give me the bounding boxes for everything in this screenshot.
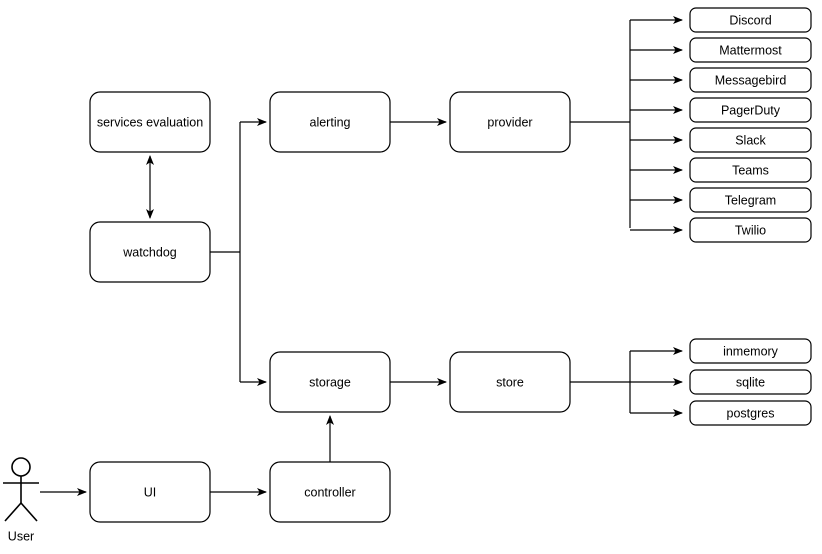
provider-implementation-item-label: Teams (732, 163, 769, 177)
provider-implementation-item[interactable]: Telegram (689, 187, 812, 213)
node-services-evaluation-box[interactable] (89, 91, 211, 153)
node-provider-label: provider (487, 115, 532, 129)
node-storage[interactable]: storage (269, 351, 391, 413)
store-implementation-item-label: sqlite (736, 375, 765, 389)
provider-implementation-item[interactable]: Teams (689, 157, 812, 183)
node-controller-label: controller (304, 485, 355, 499)
store-implementation-item-label: postgres (727, 406, 775, 420)
store-leaf-edges (630, 347, 683, 417)
node-storage-box[interactable] (269, 351, 391, 413)
node-watchdog-box[interactable] (89, 221, 211, 283)
node-alerting-label: alerting (310, 115, 351, 129)
node-controller[interactable]: controller (269, 461, 391, 523)
node-alerting-box[interactable] (269, 91, 391, 153)
provider-implementation-item-label: Telegram (725, 193, 776, 207)
node-provider[interactable]: provider (449, 91, 571, 153)
provider-implementation-item-box[interactable] (689, 37, 812, 63)
provider-implementation-item-box[interactable] (689, 97, 812, 123)
provider-implementation-item-box[interactable] (689, 157, 812, 183)
nodes-layer: services evaluation watchdog alerting pr… (89, 91, 571, 523)
node-watchdog-label: watchdog (122, 245, 177, 259)
provider-implementation-item-box[interactable] (689, 187, 812, 213)
node-store-box[interactable] (449, 351, 571, 413)
store-implementation-item-label: inmemory (723, 344, 779, 358)
provider-implementation-item-box[interactable] (689, 67, 812, 93)
provider-implementation-item-label: Messagebird (715, 73, 787, 87)
provider-implementation-item[interactable]: Messagebird (689, 67, 812, 93)
node-store[interactable]: store (449, 351, 571, 413)
provider-implementation-item-label: Discord (729, 13, 771, 27)
node-ui-label: UI (144, 485, 157, 499)
node-controller-box[interactable] (269, 461, 391, 523)
provider-implementation-item-box[interactable] (689, 127, 812, 153)
store-implementation-item[interactable]: postgres (689, 400, 812, 426)
node-alerting[interactable]: alerting (269, 91, 391, 153)
node-services-evaluation-label: services evaluation (97, 115, 203, 129)
provider-leaf-edges (630, 16, 683, 234)
provider-implementation-item[interactable]: Twilio (689, 217, 812, 243)
provider-implementation-item[interactable]: Slack (689, 127, 812, 153)
provider-implementation-list: DiscordMattermostMessagebirdPagerDutySla… (689, 7, 812, 243)
provider-implementation-item[interactable]: Discord (689, 7, 812, 33)
actor-head-icon (11, 457, 31, 477)
actor-user[interactable]: User (3, 457, 39, 543)
node-ui[interactable]: UI (89, 461, 211, 523)
store-implementation-item[interactable]: inmemory (689, 338, 812, 364)
provider-implementation-item-label: Slack (735, 133, 766, 147)
edges-layer (40, 20, 631, 496)
node-services-evaluation[interactable]: services evaluation (89, 91, 211, 153)
node-store-label: store (496, 375, 524, 389)
provider-implementation-item-label: PagerDuty (721, 103, 781, 117)
store-implementation-item-box[interactable] (689, 338, 812, 364)
provider-implementation-item-label: Twilio (735, 223, 766, 237)
actor-user-label: User (8, 529, 34, 543)
node-storage-label: storage (309, 375, 351, 389)
store-implementation-item-box[interactable] (689, 400, 812, 426)
node-watchdog[interactable]: watchdog (89, 221, 211, 283)
provider-implementation-item-box[interactable] (689, 217, 812, 243)
provider-implementation-item-label: Mattermost (719, 43, 782, 57)
store-implementation-item[interactable]: sqlite (689, 369, 812, 395)
store-implementation-item-box[interactable] (689, 369, 812, 395)
store-implementation-list: inmemory sqlite postgres (689, 338, 812, 426)
node-ui-box[interactable] (89, 461, 211, 523)
actor-leg-left-icon (4, 502, 22, 522)
provider-implementation-item[interactable]: Mattermost (689, 37, 812, 63)
actor-leg-right-icon (20, 502, 38, 522)
node-provider-box[interactable] (449, 91, 571, 153)
provider-implementation-item[interactable]: PagerDuty (689, 97, 812, 123)
provider-implementation-item-box[interactable] (689, 7, 812, 33)
